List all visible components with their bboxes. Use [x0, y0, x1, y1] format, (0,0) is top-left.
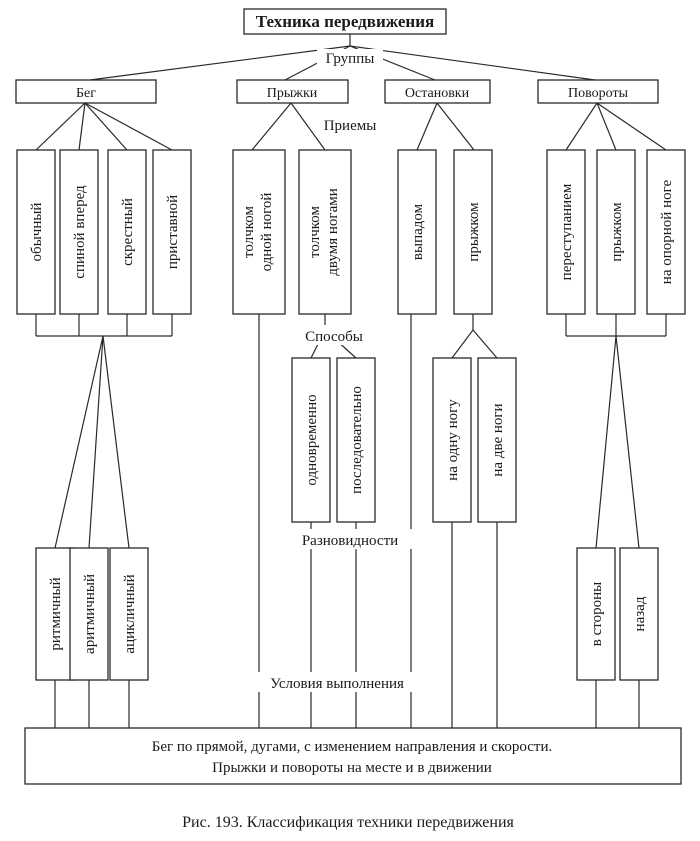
svg-text:толчком: толчком	[241, 206, 257, 258]
svg-text:приставной: приставной	[165, 195, 181, 269]
svg-text:в стороны: в стороны	[589, 582, 605, 646]
svg-text:двумя ногами: двумя ногами	[325, 188, 341, 276]
turn-variant-0: в стороны	[576, 547, 616, 681]
run-type-3: приставной	[152, 149, 192, 315]
svg-text:выпадом: выпадом	[410, 203, 426, 260]
title-text: Техника передвижения	[256, 12, 434, 31]
group-jumps-label: Прыжки	[267, 86, 318, 101]
group-node-jumps: Прыжки	[236, 79, 349, 104]
run-variant-0: ритмичный	[35, 547, 75, 681]
figure-caption: Рис. 193. Классификация техники передвиж…	[182, 814, 514, 831]
stop-landing-0: на одну ногу	[432, 357, 472, 523]
run-type-2: скрестный	[107, 149, 147, 315]
techniques-label: Приемы	[324, 118, 377, 134]
svg-text:прыжком: прыжком	[466, 202, 482, 262]
turn-type-0: переступанием	[546, 149, 586, 315]
conditions-box: Бег по прямой, дугами, с изменением напр…	[24, 727, 682, 785]
run-variant-1: аритмичный	[69, 547, 109, 681]
svg-text:обычный: обычный	[29, 203, 45, 262]
svg-text:аритмичный: аритмичный	[82, 574, 98, 654]
jump-type-one-leg: толчком одной ногой	[232, 149, 286, 315]
run-variant-2: ацикличный	[109, 547, 149, 681]
svg-text:на опорной ноге: на опорной ноге	[659, 179, 675, 284]
svg-text:на одну ногу: на одну ногу	[445, 399, 461, 481]
group-node-stops: Остановки	[384, 79, 491, 104]
group-stops-label: Остановки	[405, 86, 470, 101]
jump-type-two-legs: толчком двумя ногами	[298, 149, 352, 315]
group-run-label: Бег	[76, 86, 96, 101]
conditions-line-2: Прыжки и повороты на месте и в движении	[212, 760, 492, 776]
groups-label: Группы	[326, 51, 375, 67]
svg-text:ритмичный: ритмичный	[48, 577, 64, 650]
group-node-turns: Повороты	[537, 79, 659, 104]
connectors	[35, 34, 667, 728]
jump-method-0: одновременно	[291, 357, 331, 523]
run-type-0: обычный	[16, 149, 56, 315]
group-node-run: Бег	[15, 79, 157, 104]
title-node: Техника передвижения	[243, 8, 447, 35]
stop-landing-1: на две ноги	[477, 357, 517, 523]
svg-text:одной ногой: одной ногой	[259, 193, 275, 272]
variants-label: Разновидности	[302, 533, 398, 549]
svg-text:последовательно: последовательно	[349, 386, 365, 494]
stop-type-0: выпадом	[397, 149, 437, 315]
jump-method-1: последовательно	[336, 357, 376, 523]
svg-text:прыжком: прыжком	[609, 202, 625, 262]
svg-text:ацикличный: ацикличный	[122, 574, 138, 653]
svg-text:одновременно: одновременно	[304, 394, 320, 485]
run-type-1: спиной вперед	[59, 149, 99, 315]
svg-text:скрестный: скрестный	[120, 198, 136, 266]
svg-text:спиной вперед: спиной вперед	[72, 185, 88, 279]
turn-variant-1: назад	[619, 547, 659, 681]
conditions-line-1: Бег по прямой, дугами, с изменением напр…	[152, 739, 553, 755]
turn-type-1: прыжком	[596, 149, 636, 315]
stop-type-1: прыжком	[453, 149, 493, 315]
group-turns-label: Повороты	[568, 86, 629, 101]
methods-label: Способы	[305, 329, 363, 345]
svg-text:толчком: толчком	[307, 206, 323, 258]
svg-text:на две ноги: на две ноги	[490, 403, 506, 476]
turn-type-2: на опорной ноге	[646, 149, 686, 315]
conditions-label: Условия выполнения	[270, 676, 404, 692]
svg-text:переступанием: переступанием	[559, 183, 575, 280]
svg-text:назад: назад	[632, 596, 648, 631]
